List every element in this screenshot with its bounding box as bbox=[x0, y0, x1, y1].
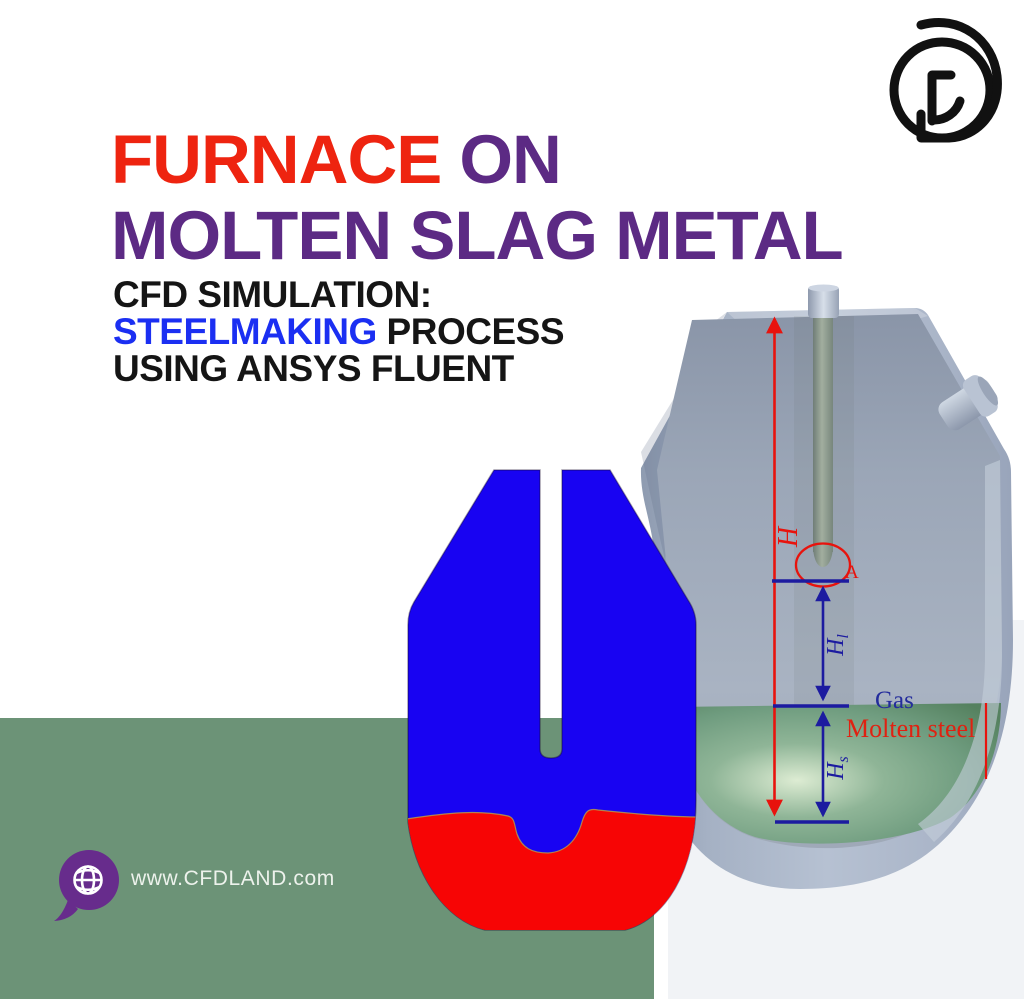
oxygen-lance bbox=[813, 314, 833, 552]
logo-f-stroke bbox=[927, 70, 956, 126]
top-nozzle bbox=[808, 286, 839, 318]
dim-label-Hs: Hs bbox=[823, 756, 852, 781]
subtitle-line-1: CFD SIMULATION: bbox=[113, 274, 432, 315]
inner-right-rim bbox=[918, 460, 1002, 842]
website-bubble-icon bbox=[54, 850, 119, 921]
side-nozzle bbox=[938, 375, 999, 431]
title-line-2: MOLTEN SLAG METAL bbox=[111, 197, 844, 274]
top-nozzle-cap bbox=[808, 284, 839, 292]
subtitle-line-2-rest: PROCESS bbox=[376, 311, 565, 352]
title-word-on: ON bbox=[459, 121, 561, 198]
page-subtitle: CFD SIMULATION: STEELMAKING PROCESS USIN… bbox=[113, 274, 565, 389]
dim-label-H: H bbox=[773, 525, 804, 548]
subtitle-highlight: STEELMAKING bbox=[113, 311, 377, 352]
cfd-contour-plot bbox=[407, 469, 697, 931]
subtitle-line-2: STEELMAKING PROCESS bbox=[113, 311, 565, 352]
dimension-annotations: H A Hl Hs Gas Molten steel bbox=[766, 316, 988, 824]
gas-label: Gas bbox=[875, 687, 914, 714]
globe-icon bbox=[73, 865, 103, 895]
contour-metal-phase bbox=[408, 809, 696, 930]
logo-outer-arc bbox=[916, 18, 1002, 143]
cfdland-logo-icon bbox=[889, 18, 1002, 143]
subtitle-line-3: USING ANSYS FLUENT bbox=[113, 348, 514, 389]
title-word-furnace: FURNACE bbox=[111, 121, 442, 198]
contour-interface-line bbox=[408, 808, 696, 854]
molten-steel-label: Molten steel bbox=[846, 714, 975, 743]
logo-inner-arc bbox=[928, 96, 965, 125]
oxygen-lance-tip bbox=[813, 548, 833, 567]
molten-steel-region bbox=[672, 703, 1001, 844]
dim-label-Hl: Hl bbox=[823, 634, 852, 657]
point-a-label: A bbox=[845, 562, 859, 583]
bubble-tail bbox=[54, 900, 78, 921]
website-link[interactable]: www.CFDLAND.com bbox=[131, 867, 335, 890]
